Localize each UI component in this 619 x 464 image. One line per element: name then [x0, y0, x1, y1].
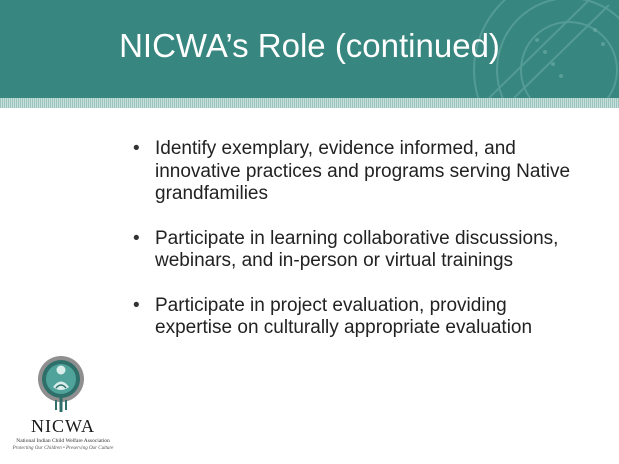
bullet-marker: • [133, 227, 140, 249]
bullet-item: • Participate in project evaluation, pro… [133, 295, 573, 340]
nicwa-logo: NICWA National Indian Child Welfare Asso… [4, 352, 122, 460]
bullet-text: Identify exemplary, evidence informed, a… [155, 138, 571, 204]
slide-title: NICWA’s Role (continued) [119, 27, 500, 64]
decorative-circle-icon [473, 0, 619, 98]
logo-name: NICWA [31, 416, 95, 436]
bullet-text: Participate in learning collaborative di… [155, 227, 559, 272]
logo-tagline: Protecting Our Children • Preserving Our… [12, 446, 114, 451]
header-divider-band [0, 98, 619, 108]
bullet-item: • Identify exemplary, evidence informed,… [133, 138, 573, 206]
bullet-marker: • [133, 294, 140, 316]
title-header: NICWA’s Role (continued) [0, 0, 619, 98]
logo-subtitle: National Indian Child Welfare Associatio… [16, 438, 110, 444]
nicwa-emblem-icon [38, 356, 84, 412]
bullet-text: Participate in project evaluation, provi… [155, 294, 533, 339]
bullet-marker: • [133, 138, 140, 159]
slide-content: • Identify exemplary, evidence informed,… [133, 138, 573, 362]
bullet-item: • Participate in learning collaborative … [133, 228, 573, 273]
bullet-list: • Identify exemplary, evidence informed,… [133, 138, 573, 340]
